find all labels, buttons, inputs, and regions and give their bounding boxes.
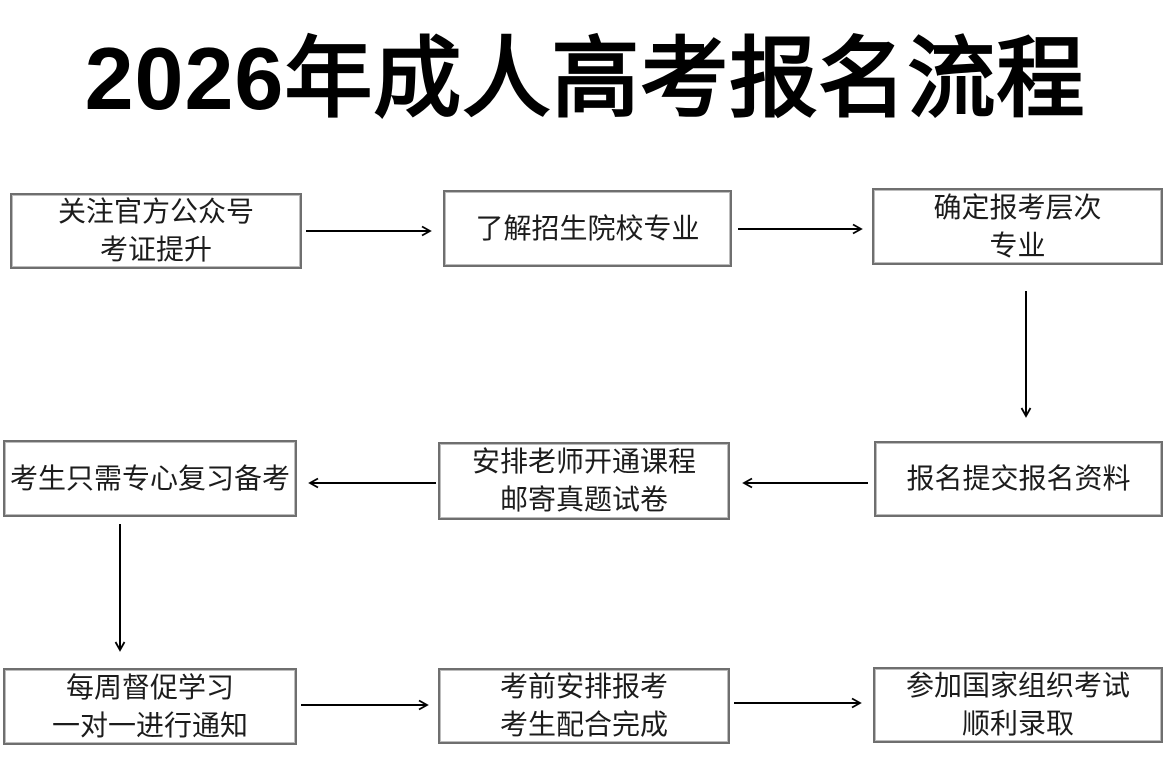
step-box-7: 每周督促学习 一对一进行通知 <box>3 668 297 745</box>
step-label: 考生配合完成 <box>499 709 668 740</box>
step-box-5: 安排老师开通课程 邮寄真题试卷 <box>438 442 730 520</box>
step-box-1: 关注官方公众号 考证提升 <box>10 193 302 269</box>
step-label: 报名提交报名资料 <box>906 463 1131 494</box>
step-box-4: 报名提交报名资料 <box>874 441 1163 517</box>
step-box-9: 参加国家组织考试 顺利录取 <box>873 667 1163 743</box>
step-label: 考前安排报考 <box>499 671 668 702</box>
step-label: 一对一进行通知 <box>51 709 248 741</box>
step-label: 参加国家组织考试 <box>905 670 1130 701</box>
step-box-6: 考生只需专心复习备考 <box>3 440 297 517</box>
step-label: 每周督促学习 <box>65 671 234 703</box>
step-label: 了解招生院校专业 <box>475 212 700 244</box>
step-box-2: 了解招生院校专业 <box>443 190 732 267</box>
step-label: 考证提升 <box>99 234 212 265</box>
step-box-3: 确定报考层次 专业 <box>872 188 1163 265</box>
step-label: 考生只需专心复习备考 <box>9 462 290 494</box>
page-title: 2026年成人高考报名流程 <box>84 29 1086 128</box>
step-label: 顺利录取 <box>961 708 1074 739</box>
step-label: 确定报考层次 <box>933 191 1102 223</box>
step-label: 专业 <box>989 229 1046 261</box>
step-label: 邮寄真题试卷 <box>499 484 668 515</box>
step-box-8: 考前安排报考 考生配合完成 <box>438 668 730 744</box>
step-label: 关注官方公众号 <box>57 196 254 227</box>
step-label: 安排老师开通课程 <box>471 446 696 477</box>
